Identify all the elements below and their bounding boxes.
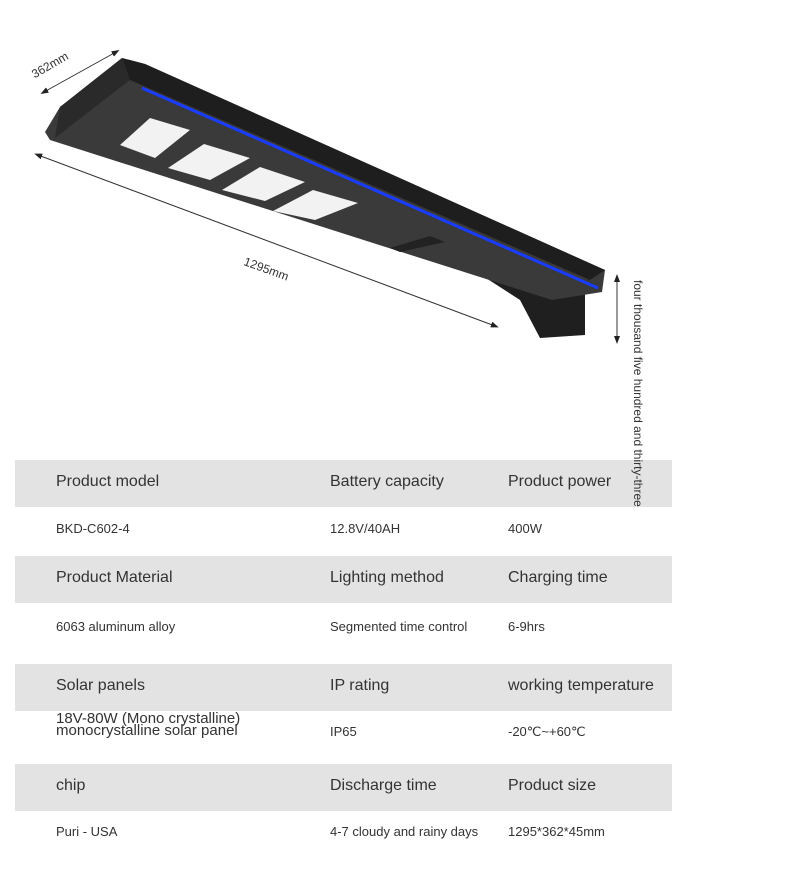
spec-label: Discharge time <box>330 777 437 794</box>
spec-label: Product size <box>508 777 597 794</box>
spec-label: IP rating <box>330 677 390 694</box>
spec-label: Product Material <box>56 569 173 586</box>
spec-value: 1295*362*45mm <box>508 824 605 839</box>
spec-value: 6-9hrs <box>508 619 545 634</box>
spec-label: working temperature <box>508 677 654 694</box>
spec-value-row: 18V-80W (Mono crystalline) monocrystalli… <box>15 711 672 758</box>
spec-label: Charging time <box>508 569 608 586</box>
spec-value: 4-7 cloudy and rainy days <box>330 824 479 839</box>
spec-value: Segmented time control <box>330 619 468 634</box>
spec-value: IP65 <box>330 724 357 739</box>
length-dimension-arrow <box>34 153 499 328</box>
led-module-4 <box>273 190 358 220</box>
spec-label: Product power <box>508 473 612 490</box>
spec-label: Lighting method <box>330 569 444 586</box>
spec-label: Solar panels <box>56 677 145 694</box>
spec-value: -20℃~+60℃ <box>508 724 586 739</box>
spec-value-row: Puri - USA 4-7 cloudy and rainy days 1295*… <box>15 811 672 858</box>
width-dimension-arrow <box>40 50 120 94</box>
spec-value-row: 6063 aluminum alloy Segmented time contro… <box>15 606 672 653</box>
spec-value: Puri - USA <box>56 824 118 839</box>
height-label: four thousand five hundred and thirty-th… <box>631 280 645 507</box>
spec-value: 6063 aluminum alloy <box>56 619 176 634</box>
led-module-2 <box>168 144 250 180</box>
led-module-3 <box>222 167 305 201</box>
spec-header-row: Product Material Lighting method Charging … <box>15 556 672 603</box>
spec-value: 400W <box>508 521 542 536</box>
spec-label: Product model <box>56 473 160 490</box>
spec-value: 18V-80W (Mono crystalline) monocrystalli… <box>56 710 241 739</box>
blue-accent-strip <box>141 86 599 290</box>
spec-label: chip <box>56 777 86 794</box>
spec-value-row: BKD-C602-4 12.8V/40AH 400W <box>15 508 672 555</box>
spec-label: Battery capacity <box>330 473 444 490</box>
spec-value: BKD-C602-4 <box>56 521 130 536</box>
spec-header-row: Product model Battery capacity Product pow… <box>15 460 672 507</box>
spec-header-row: Solar panels IP rating working temperature <box>15 664 672 711</box>
street-lamp-image <box>34 50 620 344</box>
spec-header-row: chip Discharge time Product size <box>15 764 672 811</box>
led-module-1 <box>120 118 190 158</box>
spec-value: 12.8V/40AH <box>330 521 401 536</box>
